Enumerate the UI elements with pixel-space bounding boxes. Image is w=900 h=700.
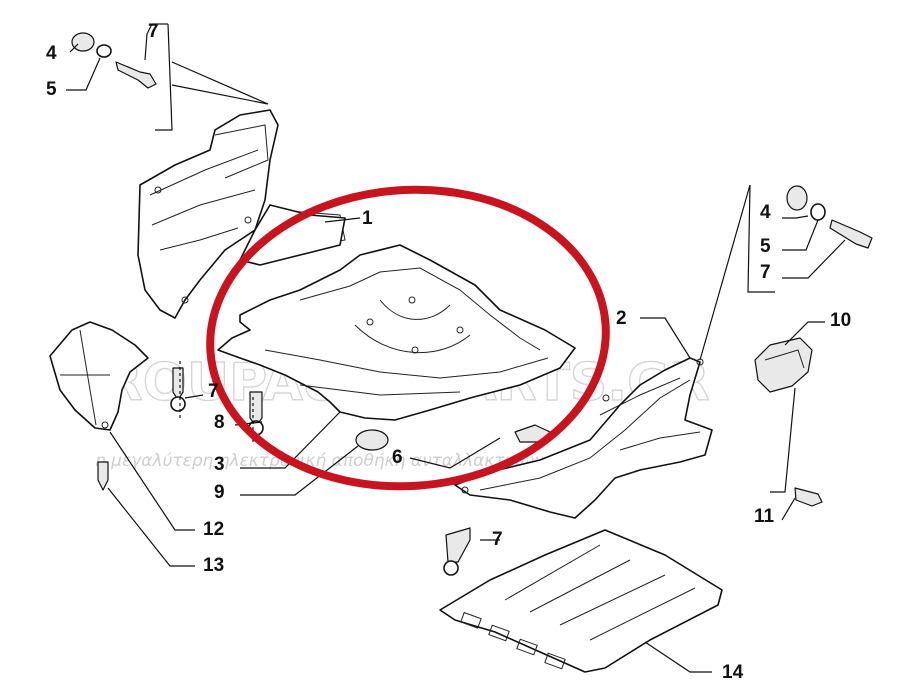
leader-lines <box>66 23 846 673</box>
callout-12: 12 <box>203 519 224 540</box>
callout-3: 3 <box>214 454 225 475</box>
callout-11: 11 <box>754 506 775 527</box>
callout-9: 9 <box>214 482 225 503</box>
callouts: 7 4 5 1 2 4 5 7 10 7 8 3 6 9 11 12 7 13 … <box>46 21 851 683</box>
callout-10: 10 <box>830 310 851 331</box>
callout-13: 13 <box>203 555 224 576</box>
left-upper-shield <box>137 109 279 319</box>
callout-7-top-left: 7 <box>148 21 159 42</box>
bottom-skid-plate <box>439 529 723 673</box>
callout-7-bottom: 7 <box>492 529 503 550</box>
right-side-shield <box>454 357 713 519</box>
left-wheel-arch-guard <box>49 321 149 431</box>
callout-1: 1 <box>362 208 373 229</box>
callout-5-right: 5 <box>760 236 771 257</box>
highlight-ellipse <box>206 185 610 491</box>
callout-5-left: 5 <box>46 79 57 100</box>
main-underbody-tray <box>217 204 576 421</box>
callout-4-left: 4 <box>46 43 57 64</box>
callout-4-right: 4 <box>760 202 771 223</box>
callout-7-right: 7 <box>760 262 771 283</box>
fasteners <box>71 32 873 576</box>
callout-6: 6 <box>392 447 403 468</box>
callout-8: 8 <box>214 412 225 433</box>
callout-14: 14 <box>722 662 744 683</box>
callout-7-middle-left: 7 <box>208 381 219 402</box>
bracket-part <box>754 337 813 393</box>
watermark-tagline: η μεγαλύτερη ηλεκτρονική αποθήκη ανταλλα… <box>95 451 545 471</box>
callout-2: 2 <box>616 308 627 329</box>
